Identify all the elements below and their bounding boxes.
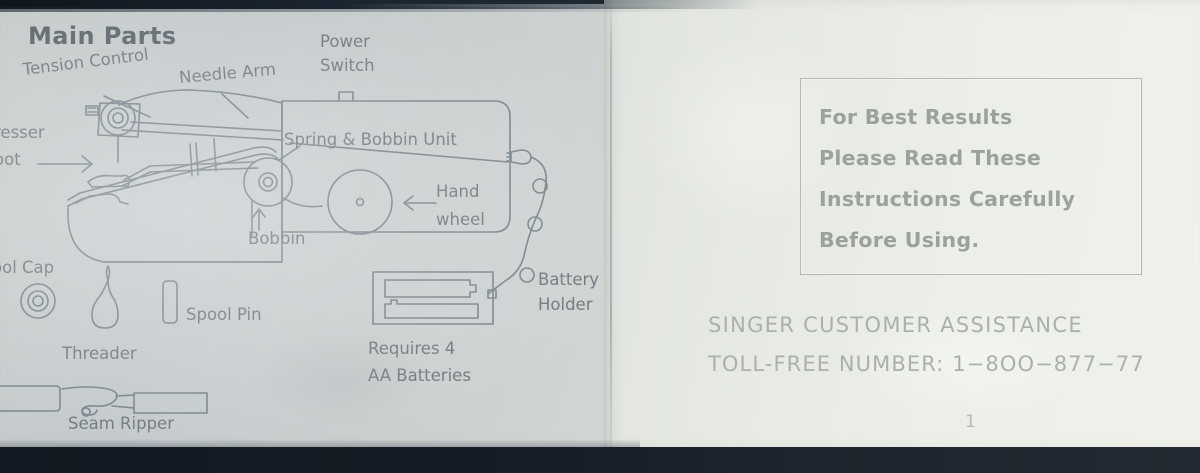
hand-wheel-arrow: [403, 195, 437, 211]
label-hand-wheel-line2: wheel: [436, 210, 485, 229]
wire-hoop-3: [519, 267, 535, 283]
toll-free-number: TOLL-FREE NUMBER: 1−8OO−877−77: [708, 352, 1145, 376]
needle-arm-leader: [221, 93, 249, 119]
bottom-edge-shadow: [0, 447, 1200, 473]
page-title: Main Parts: [28, 22, 177, 50]
label-spring-bobbin-unit: Spring & Bobbin Unit: [284, 130, 457, 149]
top-edge-shadow-soft: [0, 7, 700, 12]
label-requires-line2: AA Batteries: [368, 366, 471, 385]
seam-ripper-hook: [81, 407, 91, 417]
label-battery-holder-line2: Holder: [538, 295, 593, 314]
label-requires-line1: Requires 4: [368, 339, 456, 358]
wire-hoop-1: [532, 178, 548, 194]
seam-ripper-neck: [111, 394, 135, 409]
bobbin-arrow: [252, 208, 266, 231]
label-presser-foot-line2: oot: [0, 150, 21, 169]
bobbin-disc-r2: [258, 172, 278, 192]
tension-tab-detail: [87, 107, 97, 113]
main-parts-diagram: [0, 89, 548, 417]
body-diagonal: [289, 142, 509, 163]
seam-ripper-handle: [133, 392, 208, 414]
bobbin-disc: [243, 157, 293, 207]
spool-pin: [162, 280, 178, 324]
threader-tip: [105, 265, 111, 281]
tension-tab: [85, 105, 99, 116]
throat-plate-top: [67, 146, 277, 201]
battery-wire: [487, 156, 548, 295]
label-spool-pin: Spool Pin: [186, 305, 262, 324]
deck-ridge: [189, 138, 217, 177]
plug-prongs: [506, 152, 512, 162]
wire-hoop-2: [527, 216, 543, 232]
spool-cap-outer: [20, 283, 56, 319]
battery-terminal: [487, 289, 497, 299]
customer-assistance-heading: SINGER CUSTOMER ASSISTANCE: [708, 313, 1083, 337]
plug-body: [510, 149, 532, 165]
spool-cap-mid: [27, 290, 49, 312]
label-power-switch-line1: Power: [320, 32, 370, 51]
battery-1: [384, 279, 477, 298]
label-battery-holder-line1: Battery: [538, 270, 600, 289]
notice-line-1: For Best Results: [819, 105, 1013, 129]
needle-arm-lower2: [121, 129, 284, 141]
hand-wheel-center: [355, 197, 365, 207]
tension-knob-mid: [107, 107, 129, 129]
battery-2: [384, 299, 479, 319]
page-number: 1: [965, 412, 976, 432]
label-bobbin: Bobbin: [248, 229, 306, 248]
page-spine-fold: [610, 0, 612, 452]
spring-bobbin-leader: [278, 145, 301, 161]
presser-bar2: [121, 167, 259, 187]
needle-arm-top: [118, 89, 283, 106]
bobbin-disc-r3: [262, 176, 274, 188]
notice-line-4: Before Using.: [819, 228, 980, 252]
label-power-switch-line2: Switch: [320, 56, 375, 75]
left-page: Main Parts Tension Control Needle Arm Po…: [0, 4, 616, 459]
seam-ripper-cap: [0, 385, 61, 412]
tension-housing: [97, 102, 141, 138]
needle-arm-lower: [130, 121, 283, 132]
hand-wheel: [327, 169, 393, 235]
top-edge-shadow: [0, 0, 760, 9]
presser-foot-arrow: [37, 155, 93, 173]
machine-base-inner: [75, 193, 129, 205]
tension-knob-outer: [100, 100, 136, 136]
machine-body-outline: [281, 100, 511, 233]
throat-plate-top2: [67, 153, 279, 207]
tension-knob-inner: [112, 112, 124, 124]
deck-ridge2: [195, 142, 199, 176]
spool-cap-inner: [32, 295, 44, 307]
notice-box: For Best Results Please Read These Instr…: [800, 78, 1142, 275]
label-threader: Threader: [62, 344, 137, 363]
power-switch-nub: [338, 91, 354, 102]
label-hand-wheel-line1: Hand: [436, 182, 480, 201]
tension-leader: [103, 95, 151, 118]
bobbin-disc-link: [283, 197, 323, 208]
label-seam-ripper: Seam Ripper: [68, 414, 174, 433]
label-presser-foot-line1: resser: [0, 123, 45, 142]
label-spool-cap: ool Cap: [0, 258, 55, 277]
notice-line-3: Instructions Carefully: [819, 187, 1076, 211]
threader-body: [91, 279, 119, 329]
notice-line-2: Please Read These: [819, 146, 1042, 170]
